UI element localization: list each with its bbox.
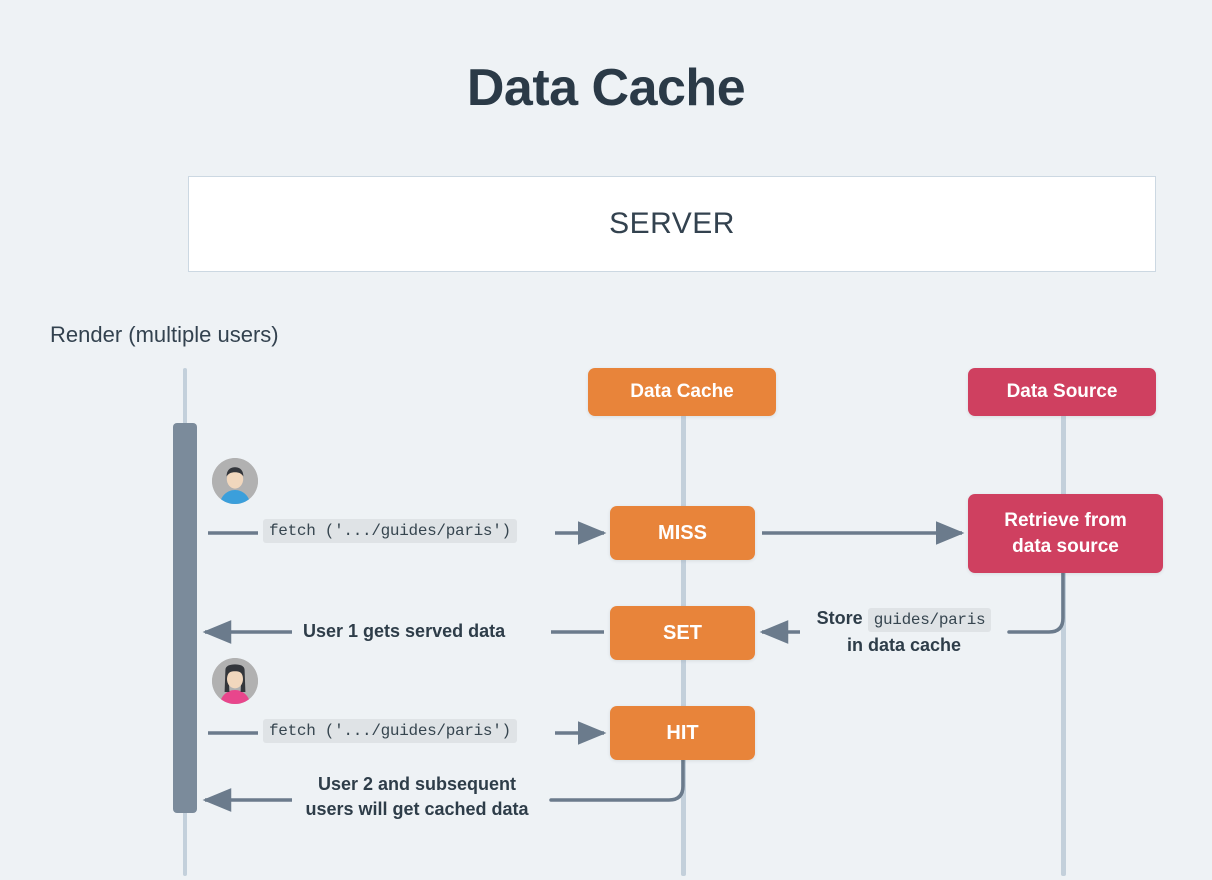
- retrieve-from-data-source-node[interactable]: Retrieve from data source: [968, 494, 1163, 573]
- cached-data-message: User 2 and subsequent users will get cac…: [293, 772, 541, 822]
- user-2-avatar: [212, 658, 258, 704]
- data-cache-header-label: Data Cache: [630, 381, 734, 402]
- fetch-message-2-code: fetch ('.../guides/paris'): [263, 719, 517, 743]
- cache-miss-node[interactable]: MISS: [610, 506, 755, 560]
- fetch-message-1-code: fetch ('.../guides/paris'): [263, 519, 517, 543]
- retrieve-label-line2: data source: [1012, 535, 1119, 557]
- retrieve-label-line1: Retrieve from: [1004, 509, 1127, 531]
- store-message-prefix: Store: [816, 608, 863, 628]
- fetch-message-1: fetch ('.../guides/paris'): [263, 519, 517, 543]
- fetch-message-2: fetch ('.../guides/paris'): [263, 719, 517, 743]
- cache-set-label: SET: [663, 621, 702, 644]
- store-in-cache-message: Store guides/paris in data cache: [806, 605, 1002, 658]
- data-source-header[interactable]: Data Source: [968, 368, 1156, 416]
- data-source-header-label: Data Source: [1006, 381, 1118, 402]
- cached-data-message-line1: User 2 and subsequent: [317, 774, 517, 794]
- cache-set-node[interactable]: SET: [610, 606, 755, 660]
- data-source-lifeline: [1061, 415, 1066, 876]
- cache-hit-label: HIT: [666, 721, 699, 744]
- store-message-code: guides/paris: [867, 608, 992, 632]
- store-message-suffix: in data cache: [846, 635, 962, 656]
- cached-data-message-line2: users will get cached data: [305, 799, 529, 820]
- user-2-avatar-glyph: [212, 658, 258, 704]
- render-section-label: Render (multiple users): [50, 322, 279, 347]
- data-cache-header[interactable]: Data Cache: [588, 368, 776, 416]
- user-1-served-message: User 1 gets served data: [299, 621, 510, 642]
- user-1-avatar-glyph: [212, 458, 258, 504]
- server-label: SERVER: [609, 207, 735, 240]
- server-box: SERVER: [188, 176, 1156, 272]
- page-title: Data Cache: [466, 59, 746, 117]
- cache-hit-node[interactable]: HIT: [610, 706, 755, 760]
- user-1-avatar: [212, 458, 258, 504]
- cache-miss-label: MISS: [658, 521, 707, 544]
- user-activation-bar: [173, 423, 197, 813]
